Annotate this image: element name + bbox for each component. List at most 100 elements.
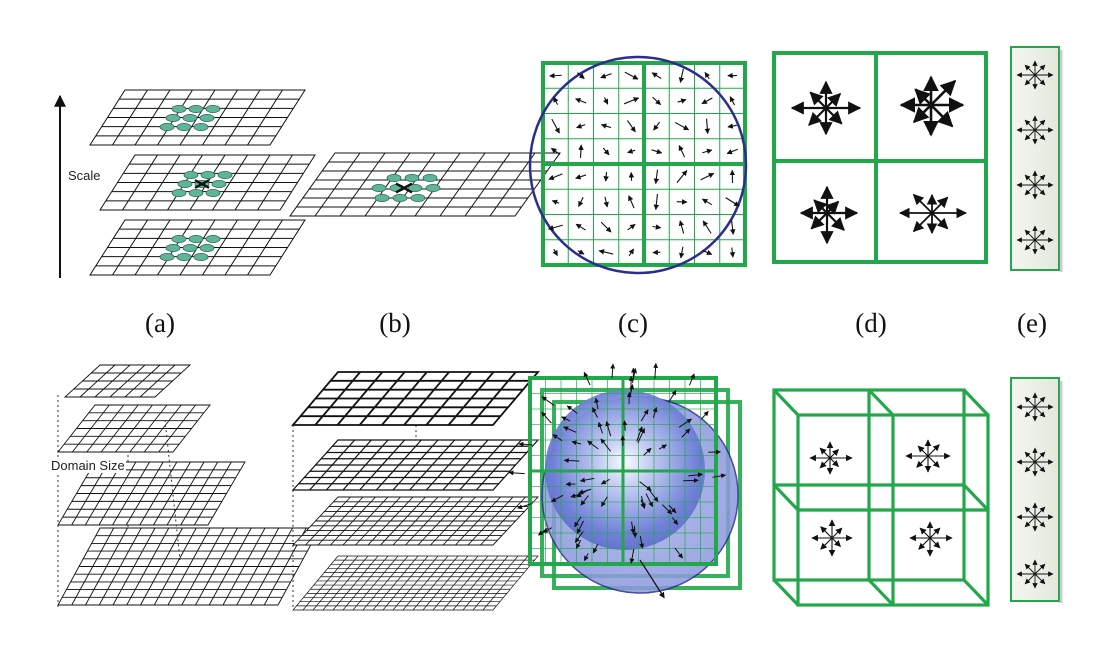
gradient-arrow-icon xyxy=(668,390,677,403)
domain-size-label: Domain Size xyxy=(50,458,126,473)
panel-a-diagram xyxy=(54,89,316,278)
domain-layer-grid xyxy=(57,404,211,453)
ellipse-icon xyxy=(171,234,187,243)
orientation-histogram-icon xyxy=(899,75,965,137)
gradient-arrow-icon xyxy=(652,406,658,419)
gradient-arrow-icon xyxy=(653,194,660,211)
pyramid-layer-grid xyxy=(291,496,540,546)
ellipse-icon xyxy=(425,183,441,192)
panel-d-3d-diagram xyxy=(772,388,990,607)
ellipse-icon xyxy=(422,173,438,182)
gaussian-window-circle xyxy=(528,55,748,275)
gradient-arrow-icon xyxy=(637,427,645,444)
gradient-arrow-icon xyxy=(600,221,612,233)
gradient-arrow-icon xyxy=(570,493,579,499)
gradient-arrow-icon xyxy=(603,97,609,105)
panel-d-diagram xyxy=(772,51,988,264)
gradient-arrow-icon xyxy=(552,434,563,442)
ellipse-icon xyxy=(165,114,181,123)
orientation-histogram-icon xyxy=(790,80,862,136)
ellipse-icon xyxy=(374,193,390,202)
domain-layer-grid xyxy=(57,527,321,606)
gradient-arrow-icon xyxy=(639,559,665,599)
gradient-arrow-icon xyxy=(623,97,640,105)
gradient-arrow-icon xyxy=(547,224,563,231)
gradient-arrow-icon xyxy=(592,544,599,554)
histogram-grid xyxy=(772,51,988,264)
gradient-arrow-icon xyxy=(551,118,560,134)
pyramid-layer-grid xyxy=(291,371,540,426)
orientation-histogram-icon xyxy=(909,521,953,557)
orientation-histogram-icon xyxy=(809,441,853,475)
gradient-arrow-icon xyxy=(583,553,589,562)
gradient-arrow-icon xyxy=(574,516,582,528)
gradient-arrow-icon xyxy=(600,123,612,129)
gradient-arrow-icon xyxy=(674,547,683,559)
gradient-arrow-icon xyxy=(598,249,614,255)
gradient-arrow-icon xyxy=(610,363,616,379)
gradient-arrow-icon xyxy=(577,72,585,80)
gradient-arrow-icon xyxy=(563,426,577,433)
gradient-arrow-icon xyxy=(622,420,628,431)
gradient-arrow-icon xyxy=(677,98,687,104)
ellipse-icon xyxy=(171,105,187,114)
gradient-arrow-icon xyxy=(636,426,643,442)
gradient-arrow-icon xyxy=(550,147,561,156)
gradient-arrow-icon xyxy=(627,223,636,231)
gradient-arrow-icon xyxy=(727,123,737,129)
gradient-arrow-icon xyxy=(688,373,695,386)
scale-layer-grid xyxy=(89,219,306,276)
pyramid-layer-grid xyxy=(291,439,540,491)
panel-b-3d-diagram xyxy=(291,371,540,611)
image-grid xyxy=(289,152,561,217)
orientation-histogram-icon xyxy=(1016,502,1054,532)
gradient-arrow-icon xyxy=(653,362,659,379)
gradient-arrow-icon xyxy=(688,472,703,478)
orientation-histogram-icon xyxy=(799,185,859,245)
gradient-arrow-icon xyxy=(552,248,558,257)
gradient-arrow-icon xyxy=(678,68,685,84)
gradient-arrow-icon xyxy=(729,219,736,235)
panel-b-diagram xyxy=(289,152,561,217)
gradient-arrow-icon xyxy=(678,418,692,428)
gradient-arrow-icon xyxy=(674,121,690,131)
ellipse-icon xyxy=(165,243,181,252)
gradient-arrow-icon xyxy=(701,410,709,420)
orientation-histogram-icon xyxy=(811,519,853,557)
panel-e-diagram xyxy=(1010,46,1063,272)
scale-layer-grid xyxy=(89,89,306,146)
ellipse-icon xyxy=(199,114,215,123)
gradient-arrow-icon xyxy=(645,493,654,508)
gradient-arrow-icon xyxy=(575,223,586,231)
gradient-arrow-icon xyxy=(542,527,553,533)
gradient-arrow-icon xyxy=(661,504,673,515)
gradient-arrow-icon xyxy=(600,478,610,485)
gradient-arrow-icon xyxy=(541,396,555,406)
gradient-arrow-icon xyxy=(624,71,639,80)
gradient-arrow-icon xyxy=(592,407,599,418)
gradient-arrow-icon xyxy=(653,121,661,131)
orientation-histogram-icon xyxy=(1016,115,1054,145)
orientation-histogram-icon xyxy=(1016,559,1054,589)
gradient-arrow-icon xyxy=(729,247,736,258)
gradient-arrow-icon xyxy=(628,248,635,257)
ellipse-icon xyxy=(407,183,423,192)
gradient-arrow-icon xyxy=(700,172,715,181)
orientation-histogram-icon xyxy=(1016,392,1054,422)
orientation-histogram-icon xyxy=(1016,225,1054,255)
gradient-arrow-icon xyxy=(576,520,584,534)
gradient-arrow-icon xyxy=(627,148,636,154)
gradient-arrow-icon xyxy=(561,416,571,422)
ellipse-icon xyxy=(217,170,233,179)
gradient-arrow-icon xyxy=(626,120,636,133)
gradient-arrow-icon xyxy=(652,224,662,230)
gradient-arrow-icon xyxy=(704,71,711,80)
ellipse-icon xyxy=(188,234,204,243)
gradient-arrow-icon xyxy=(548,173,563,181)
panel-e-3d-diagram xyxy=(1010,377,1063,603)
orientation-histogram-icon xyxy=(905,439,951,473)
gradient-arrow-icon xyxy=(653,169,660,185)
gradient-arrow-icon xyxy=(668,505,677,514)
